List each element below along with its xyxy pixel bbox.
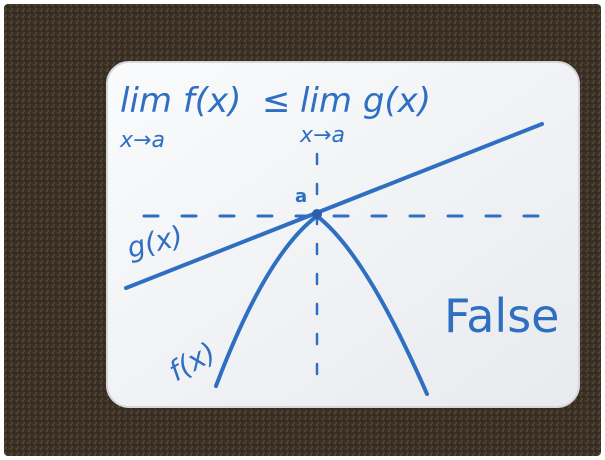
point-label: a	[295, 186, 307, 207]
inequality-right: lim g(x)	[300, 81, 431, 121]
verdict-text: False	[444, 289, 559, 343]
inequality-left: lim f(x)	[120, 81, 241, 121]
photo-frame: lim f(x) ≤ lim g(x) x→a x→a a g(x) f(x) …	[4, 4, 601, 456]
touch-point	[312, 209, 322, 219]
g-line	[124, 122, 544, 290]
photo-scene: lim f(x) ≤ lim g(x) x→a x→a a g(x) f(x) …	[4, 4, 601, 456]
whiteboard	[106, 61, 580, 408]
inequality-sign: ≤	[262, 81, 291, 121]
right-subscript: x→a	[299, 123, 345, 148]
left-subscript: x→a	[119, 128, 165, 153]
